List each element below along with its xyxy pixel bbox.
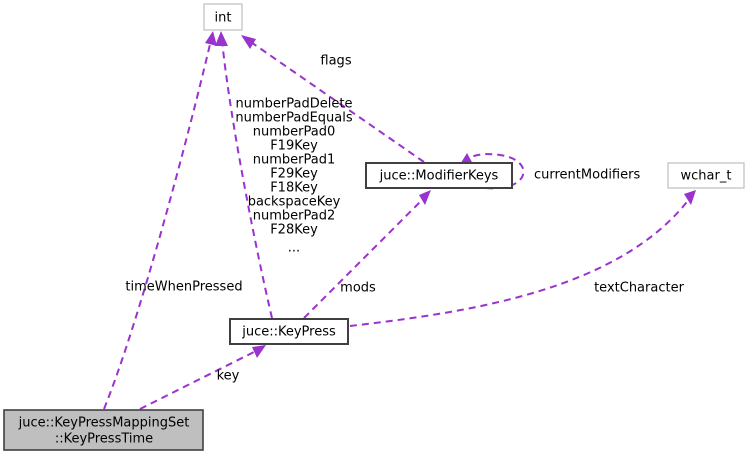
edge-text-character: textCharacter (349, 190, 696, 327)
node-juce-keypress-box[interactable] (229, 318, 349, 345)
node-int[interactable]: int (203, 3, 243, 31)
node-juce-modifierkeys-box[interactable] (365, 162, 513, 189)
node-wchar-t-label: wchar_t (681, 169, 732, 184)
node-juce-keypressmappingset-keypresstime-box[interactable] (3, 409, 204, 451)
edge-label-key: key (217, 369, 240, 384)
node-juce-keypress[interactable]: juce::KeyPress (229, 318, 349, 345)
edge-flags: flags (241, 35, 425, 163)
key-list-item-3: F19Key (270, 139, 318, 154)
key-list-item-6: F18Key (270, 181, 318, 196)
edge-key-constants (215, 31, 273, 319)
edge-key-arrowhead (252, 345, 266, 358)
key-list-item-1: numberPadEquals (235, 111, 352, 126)
key-list-item-4: numberPad1 (253, 153, 335, 168)
edge-time-when-pressed-arrowhead (205, 31, 217, 46)
key-list-item-7: backspaceKey (248, 195, 341, 210)
edge-key: key (139, 345, 266, 410)
edge-key-path (139, 349, 259, 410)
node-wchar-t[interactable]: wchar_t (667, 162, 745, 189)
key-list-item-10: ... (288, 241, 300, 256)
node-juce-modifierkeys[interactable]: juce::ModifierKeys (365, 162, 513, 189)
node-int-box[interactable] (203, 3, 243, 31)
edge-label-mods: mods (340, 281, 376, 296)
edge-text-character-arrowhead (684, 190, 696, 205)
key-list-item-0: numberPadDelete (236, 97, 353, 112)
edge-label-key-constants: numberPadDelete numberPadEquals numberPa… (235, 97, 352, 256)
node-wchar-t-box[interactable] (667, 162, 745, 189)
key-list-item-9: F28Key (270, 223, 318, 238)
node-keypresstime-label-line2: ::KeyPressTime (55, 432, 153, 447)
edge-mods-path (303, 196, 426, 319)
edge-label-text-character: textCharacter (594, 281, 684, 296)
edge-label-time-when-pressed: timeWhenPressed (125, 280, 242, 295)
edge-mods: mods (303, 190, 431, 319)
key-list-item-2: numberPad0 (253, 125, 335, 140)
edge-mods-arrowhead (419, 190, 431, 205)
node-juce-keypress-label: juce::KeyPress (241, 325, 336, 340)
node-int-label: int (215, 11, 232, 26)
edge-key-constants-arrowhead (215, 31, 228, 46)
edge-key-constants-path (221, 39, 273, 319)
node-juce-modifierkeys-label: juce::ModifierKeys (379, 169, 499, 184)
edge-label-current-modifiers: currentModifiers (534, 168, 640, 183)
edge-time-when-pressed-path (103, 39, 212, 410)
key-list-item-8: numberPad2 (253, 209, 335, 224)
edge-text-character-path (349, 197, 691, 327)
key-list-item-5: F29Key (270, 167, 318, 182)
node-keypresstime-label-line1: juce::KeyPressMappingSet (18, 416, 190, 431)
edge-time-when-pressed: timeWhenPressed (103, 31, 243, 410)
node-juce-keypressmappingset-keypresstime[interactable]: juce::KeyPressMappingSet ::KeyPressTime (3, 409, 204, 451)
edge-flags-arrowhead (241, 35, 256, 49)
edge-label-flags: flags (320, 54, 351, 69)
